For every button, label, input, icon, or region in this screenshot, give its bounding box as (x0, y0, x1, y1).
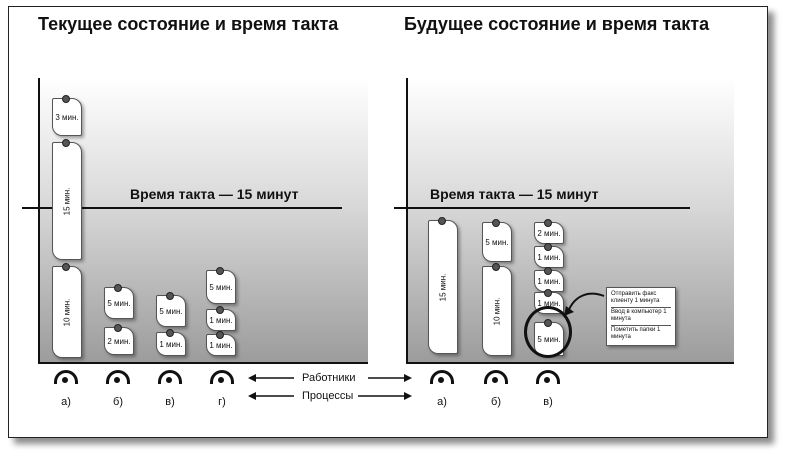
pin-icon (438, 217, 446, 225)
future-takt-label: Время такта — 15 минут (430, 186, 599, 202)
callout-notes: Отправить факс клиенту 1 минута Ввод в к… (606, 287, 676, 346)
task-card: 10 мин. (52, 266, 82, 358)
worker-icon (54, 370, 78, 384)
current-takt-line (22, 207, 342, 209)
pin-icon (216, 306, 224, 314)
task-card: 10 мин. (482, 266, 512, 356)
pin-icon (492, 219, 500, 227)
station-label: а) (437, 396, 447, 408)
station-label: б) (491, 396, 501, 408)
pin-icon (544, 243, 552, 251)
callout-note: Ввод в компьютер 1 минута (611, 308, 671, 326)
worker-icon (106, 370, 130, 384)
future-state-panel (406, 78, 734, 364)
worker-icon (210, 370, 234, 384)
pin-icon (62, 95, 70, 103)
pin-icon (62, 139, 70, 147)
future-takt-line (394, 207, 690, 209)
task-card: 3 мин. (52, 98, 82, 136)
pin-icon (216, 267, 224, 275)
pin-icon (114, 324, 122, 332)
pin-icon (544, 289, 552, 297)
pin-icon (166, 329, 174, 337)
callout-note: Отправить факс клиенту 1 минута (611, 290, 671, 308)
pin-icon (492, 263, 500, 271)
current-state-panel (38, 78, 368, 364)
task-card: 5 мин. (482, 222, 512, 262)
pin-icon (216, 331, 224, 339)
pin-icon (62, 263, 70, 271)
pin-icon (544, 267, 552, 275)
pin-icon (166, 292, 174, 300)
station-label: в) (165, 396, 175, 408)
future-state-title: Будущее состояние и время такта (404, 14, 710, 34)
legend-processes: Процессы (302, 390, 354, 402)
worker-icon (484, 370, 508, 384)
legend-workers: Работники (302, 372, 356, 384)
legend-arrows (248, 374, 412, 400)
worker-icon (158, 370, 182, 384)
callout-note: Пометить папки 1 минута (611, 327, 661, 340)
station-label: б) (113, 396, 123, 408)
task-card: 15 мин. (428, 220, 458, 354)
station-label: г) (218, 396, 226, 408)
current-takt-label: Время такта — 15 минут (130, 186, 299, 202)
callout-arrow (564, 292, 605, 316)
worker-icon (430, 370, 454, 384)
station-label: а) (61, 396, 71, 408)
task-card: 5 мин. (156, 295, 186, 327)
station-label: в) (543, 396, 553, 408)
task-card: 5 мин. (206, 270, 236, 304)
pin-icon (114, 284, 122, 292)
task-card: 15 мин. (52, 142, 82, 260)
highlight-circle (524, 306, 572, 358)
task-card: 5 мин. (104, 287, 134, 319)
current-state-title: Текущее состояние и время такта (38, 14, 339, 34)
pin-icon (544, 219, 552, 227)
worker-icon (536, 370, 560, 384)
